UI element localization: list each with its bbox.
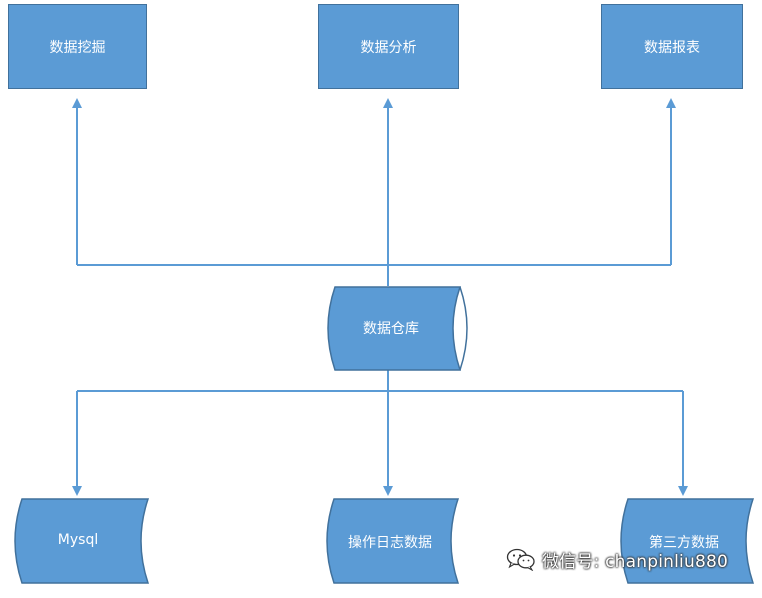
data-report-box: 数据报表 — [601, 4, 743, 89]
watermark-text: 微信号: chanpinliu880 — [542, 551, 729, 572]
third-party-shape — [620, 498, 755, 584]
wechat-icon — [506, 548, 535, 571]
logs-shape — [326, 498, 460, 584]
data-analysis-box: 数据分析 — [318, 4, 459, 89]
mysql-shape — [14, 498, 150, 584]
data-mining-box: 数据挖掘 — [8, 4, 147, 89]
data-analysis-label: 数据分析 — [360, 39, 417, 56]
watermark: 微信号: chanpinliu880 — [506, 545, 728, 573]
data-mining-label: 数据挖掘 — [49, 39, 106, 56]
warehouse-shape — [327, 286, 468, 371]
data-report-label: 数据报表 — [644, 39, 700, 56]
